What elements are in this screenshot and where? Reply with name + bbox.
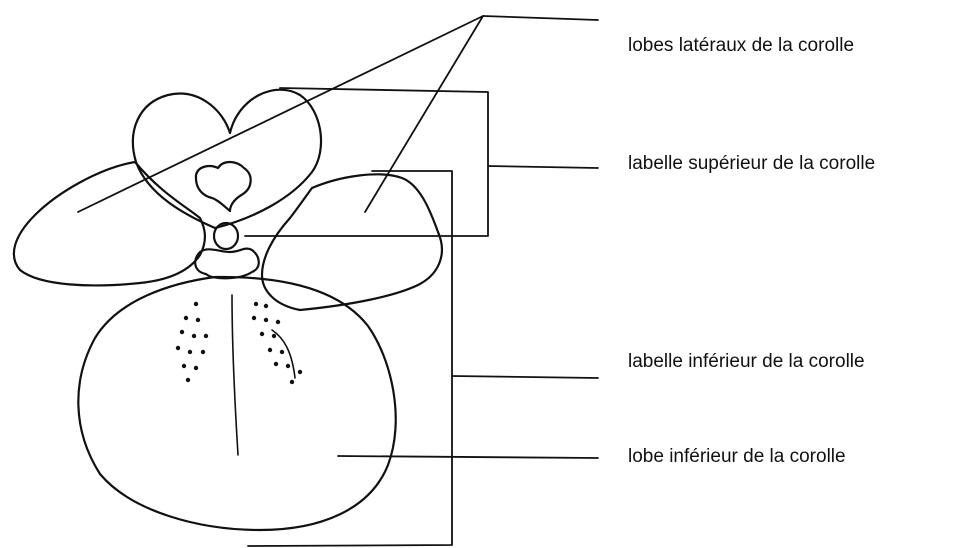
- left-lateral-lobe: [14, 162, 205, 285]
- leader-lines-upper-labellum: [245, 88, 598, 236]
- lower-lobe-dots-left: [176, 302, 208, 382]
- leader-line-lower-lobe: [338, 456, 598, 458]
- upper-labellum-spot: [196, 162, 251, 211]
- flower-throat: [195, 249, 259, 279]
- label-lateral-lobes: lobes latéraux de la corolle: [628, 35, 854, 57]
- lower-lobe-vein-center: [232, 295, 238, 455]
- label-lower-labellum: labelle inférieur de la corolle: [628, 351, 865, 373]
- lower-lobe-petal: [78, 277, 395, 530]
- label-lower-lobe: lobe inférieur de la corolle: [628, 446, 846, 468]
- leader-lines-lower-labellum: [248, 171, 598, 546]
- label-upper-labellum: labelle supérieur de la corolle: [628, 153, 875, 175]
- flower-column: [214, 223, 238, 249]
